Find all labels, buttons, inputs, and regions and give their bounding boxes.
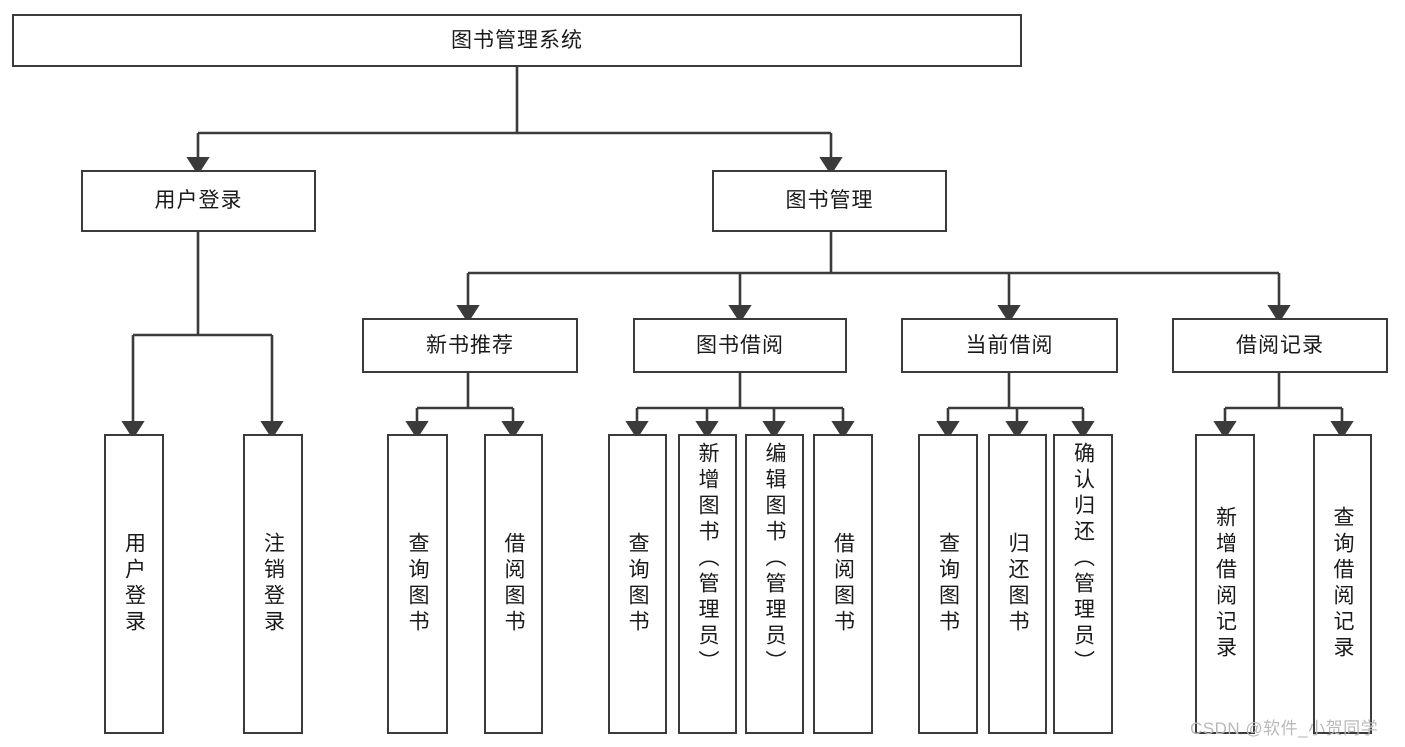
node-new-book-recommend-label: 新书推荐	[426, 333, 514, 357]
node-leaf-add-book[interactable]: 新增图书（管理员）	[678, 434, 737, 734]
node-leaf-edit-book-label: 编辑图书（管理员）	[763, 442, 787, 676]
node-leaf-borrow-book-1-label: 借阅图书	[502, 532, 526, 636]
node-root-label: 图书管理系统	[451, 28, 583, 52]
node-leaf-borrow-book-1[interactable]: 借阅图书	[484, 434, 543, 734]
node-book-borrow-label: 图书借阅	[696, 333, 784, 357]
node-root[interactable]: 图书管理系统	[12, 14, 1022, 67]
node-user-login-label: 用户登录	[154, 189, 243, 213]
node-leaf-logout-label: 注销登录	[261, 532, 285, 636]
node-leaf-confirm-return[interactable]: 确认归还（管理员）	[1053, 434, 1113, 734]
node-leaf-query-record[interactable]: 查询借阅记录	[1313, 434, 1372, 734]
node-leaf-query-book-3-label: 查询图书	[936, 532, 960, 636]
node-book-management-label: 图书管理	[785, 189, 874, 213]
node-leaf-logout[interactable]: 注销登录	[243, 434, 303, 734]
node-leaf-add-record-label: 新增借阅记录	[1213, 506, 1237, 662]
node-leaf-query-book-1[interactable]: 查询图书	[387, 434, 448, 734]
node-leaf-query-book-1-label: 查询图书	[406, 532, 430, 636]
node-leaf-query-record-label: 查询借阅记录	[1331, 506, 1355, 662]
node-leaf-user-login-label: 用户登录	[122, 532, 146, 636]
node-leaf-borrow-book-2[interactable]: 借阅图书	[813, 434, 873, 734]
node-leaf-query-book-3[interactable]: 查询图书	[918, 434, 978, 734]
node-new-book-recommend[interactable]: 新书推荐	[362, 318, 578, 373]
node-current-borrow-label: 当前借阅	[965, 333, 1054, 357]
node-leaf-add-book-label: 新增图书（管理员）	[696, 442, 720, 676]
node-borrow-record[interactable]: 借阅记录	[1172, 318, 1388, 373]
node-leaf-query-book-2[interactable]: 查询图书	[608, 434, 667, 734]
node-leaf-query-book-2-label: 查询图书	[626, 532, 650, 636]
csdn-watermark: CSDN @软件_小贺同学	[1190, 719, 1379, 738]
node-book-borrow[interactable]: 图书借阅	[633, 318, 847, 373]
node-borrow-record-label: 借阅记录	[1236, 333, 1324, 357]
node-leaf-return-book-label: 归还图书	[1006, 532, 1030, 636]
node-leaf-edit-book[interactable]: 编辑图书（管理员）	[745, 434, 804, 734]
node-leaf-confirm-return-label: 确认归还（管理员）	[1071, 442, 1095, 676]
node-leaf-user-login[interactable]: 用户登录	[104, 434, 164, 734]
node-current-borrow[interactable]: 当前借阅	[901, 318, 1118, 373]
node-user-login[interactable]: 用户登录	[81, 170, 316, 232]
node-leaf-borrow-book-2-label: 借阅图书	[831, 532, 855, 636]
node-book-management[interactable]: 图书管理	[712, 170, 947, 232]
node-leaf-add-record[interactable]: 新增借阅记录	[1195, 434, 1255, 734]
node-leaf-return-book[interactable]: 归还图书	[988, 434, 1047, 734]
